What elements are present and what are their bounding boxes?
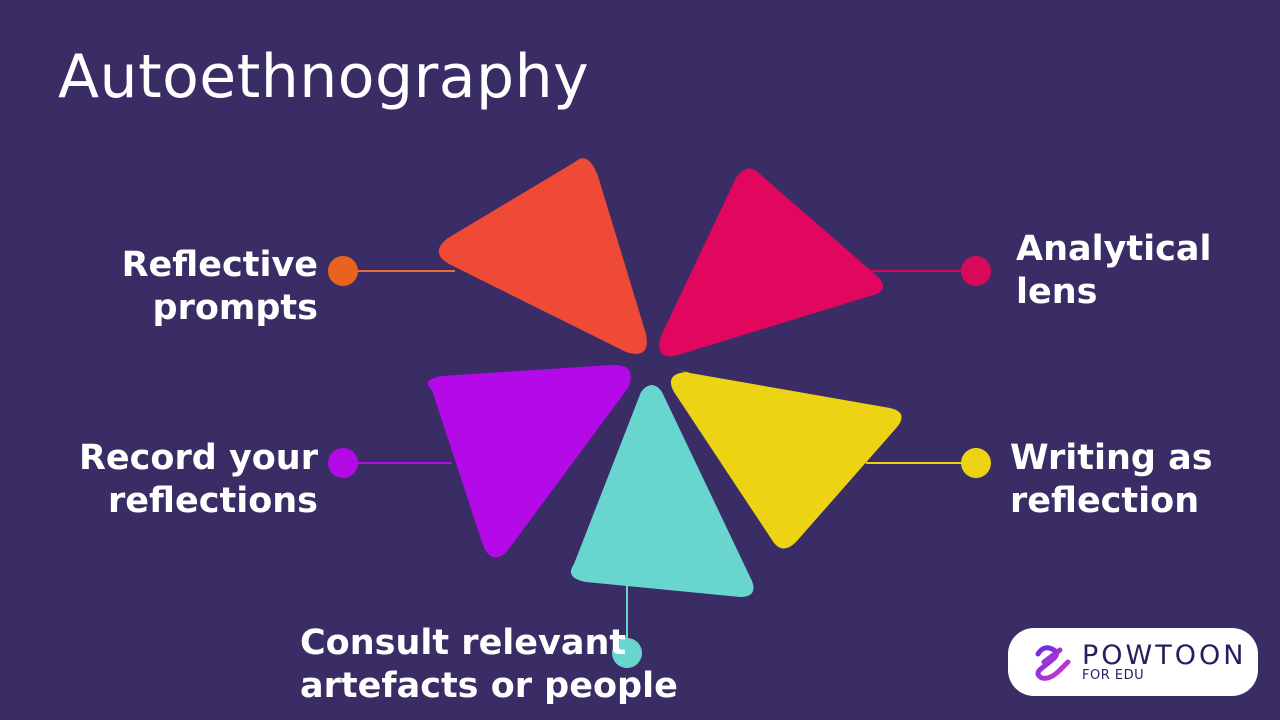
label-line: reflections <box>108 481 318 521</box>
label-analytical-lens: Analytical lens <box>1016 228 1212 314</box>
dot-analytical-lens <box>961 256 991 286</box>
powtoon-logo-badge: POWTOON FOR EDU <box>1008 628 1258 696</box>
petal-record-your-reflections <box>427 364 631 558</box>
label-line: Writing as <box>1010 438 1213 478</box>
dot-writing-as-reflection <box>961 448 991 478</box>
label-reflective-prompts: Reflective prompts <box>122 244 318 330</box>
label-line: reflection <box>1010 481 1200 521</box>
logo-subtitle: FOR EDU <box>1082 668 1145 683</box>
petal-reflective-prompts <box>438 158 647 354</box>
label-line: Reflective <box>121 245 318 285</box>
label-line: prompts <box>152 288 318 328</box>
logo-name: POWTOON <box>1082 640 1247 671</box>
label-record-your-reflections: Record your reflections <box>79 437 318 523</box>
petal-analytical-lens <box>659 168 884 357</box>
label-consult-relevant-artefacts: Consult relevant artefacts or people <box>300 622 678 708</box>
petal-consult-relevant-artefacts <box>570 385 754 597</box>
dot-record-your-reflections <box>328 448 358 478</box>
slide-title: Autoethnography <box>58 42 590 112</box>
label-line: Record your <box>78 438 318 478</box>
label-line: lens <box>1016 272 1098 312</box>
label-line: Consult relevant <box>300 623 627 663</box>
dot-consult-relevant-artefacts <box>612 638 642 668</box>
label-line: Analytical <box>1016 229 1212 269</box>
dot-reflective-prompts <box>328 256 358 286</box>
label-writing-as-reflection: Writing as reflection <box>1010 437 1213 523</box>
label-line: artefacts or people <box>300 666 678 706</box>
powtoon-logo-icon <box>1035 645 1071 681</box>
petal-writing-as-reflection <box>670 369 902 549</box>
